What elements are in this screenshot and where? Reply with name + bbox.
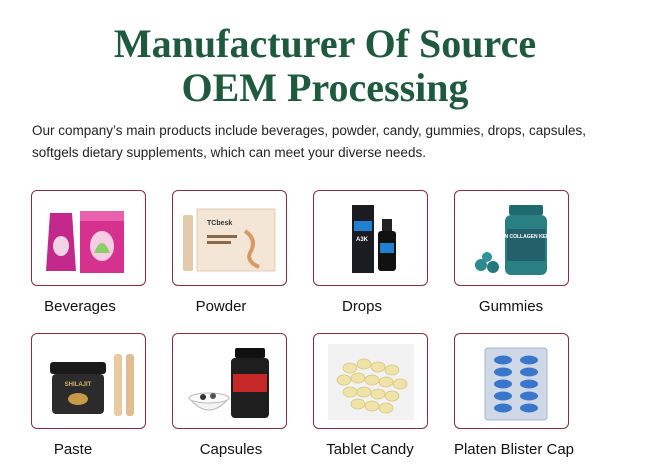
product-label-tablet-candy: Tablet Candy xyxy=(326,441,414,458)
product-label-capsules: Capsules xyxy=(199,441,263,458)
drops-brand-text: A3K xyxy=(356,237,369,243)
company-description: Our company’s main products include beve… xyxy=(32,123,587,160)
page-title-line1: Manufacturer Of Source xyxy=(113,21,537,66)
powder-stick-and-box-icon: TCbesk xyxy=(183,208,276,272)
product-label-paste: Paste xyxy=(53,441,93,458)
product-card-capsules[interactable] xyxy=(172,333,287,429)
product-card-beverages[interactable] xyxy=(31,190,146,286)
tablet-pile-icon xyxy=(328,344,414,420)
product-card-drops[interactable]: A3K xyxy=(313,190,428,286)
powder-brand-text: TCbesk xyxy=(207,220,232,227)
product-label-platen-blister-cap: Platen Blister Cap xyxy=(453,441,575,458)
product-label-powder: Powder xyxy=(195,298,247,315)
blister-pack-icon xyxy=(484,347,548,421)
product-label-gummies: Gummies xyxy=(478,298,544,315)
product-card-tablet-candy[interactable] xyxy=(313,333,428,429)
paste-brand-text: SHILAJIT xyxy=(65,382,92,388)
paste-jar-and-sticks-icon: SHILAJIT xyxy=(50,354,134,416)
capsule-bottle-and-bowl-icon xyxy=(187,348,269,418)
gummy-jar-icon: BIOTIN COLLAGEN KERATIN xyxy=(475,205,561,275)
product-card-gummies[interactable]: BIOTIN COLLAGEN KERATIN xyxy=(454,190,569,286)
beverage-sachet-and-box-icon xyxy=(46,211,124,273)
product-card-powder[interactable]: TCbesk xyxy=(172,190,287,286)
product-card-platen-blister-cap[interactable] xyxy=(454,333,569,429)
gummies-label-text: BIOTIN COLLAGEN KERATIN xyxy=(491,234,561,240)
page-title-line2: OEM Processing xyxy=(181,65,469,110)
product-label-drops: Drops xyxy=(341,298,382,315)
product-card-paste[interactable]: SHILAJIT xyxy=(31,333,146,429)
dropper-bottle-and-box-icon: A3K xyxy=(352,205,396,273)
product-label-beverages: Beverages xyxy=(44,298,116,315)
